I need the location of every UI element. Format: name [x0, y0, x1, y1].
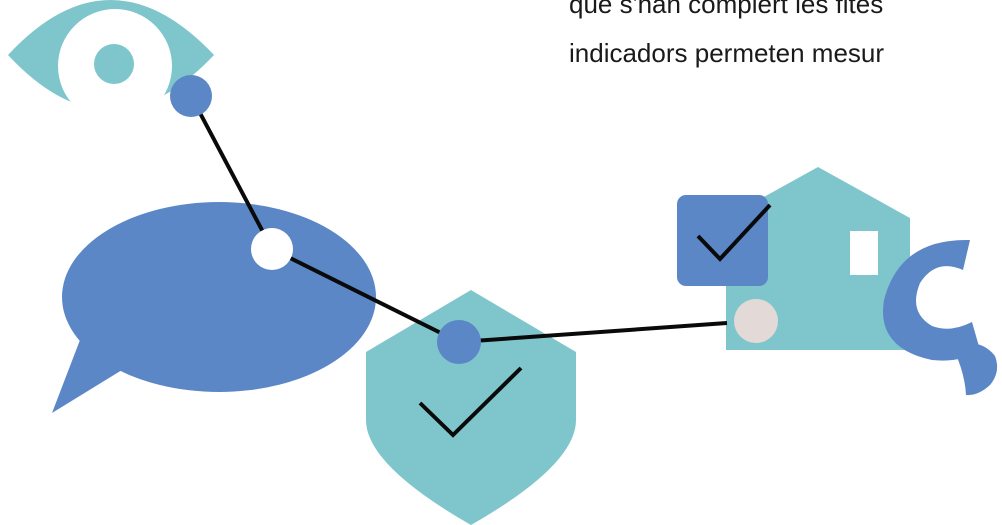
checkbox-check-icon: [677, 195, 772, 286]
connector-lines: [189, 95, 728, 344]
shield-node: [437, 320, 481, 364]
speech-bubble-icon: [52, 202, 376, 413]
text-line-1: que s'han complert les fites: [569, 0, 884, 19]
c-cedilla-icon: [883, 239, 998, 396]
shield-check-icon: [366, 290, 576, 525]
bubble-node: [251, 228, 293, 270]
eye-node: [170, 75, 212, 117]
text-line-2: indicadors permeten mesur: [569, 38, 885, 68]
house-icon: [726, 167, 910, 350]
eye-icon: [8, 0, 214, 123]
